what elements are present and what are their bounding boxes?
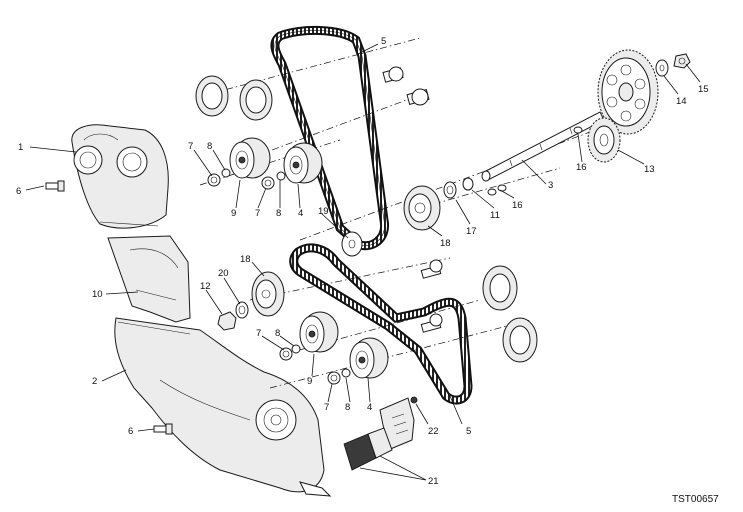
callout-7-upper-b: 7 (255, 208, 260, 219)
callout-14: 14 (676, 96, 687, 107)
lower-pulley-studs (420, 259, 443, 333)
upper-pulley-studs (382, 66, 430, 106)
callout-12: 12 (200, 281, 211, 292)
lower-tensioner-roller-9 (299, 311, 339, 353)
lower-nuts-washers (279, 344, 351, 385)
callout-9-lower: 9 (307, 376, 312, 387)
middle-timing-cover (107, 235, 191, 323)
callout-21: 21 (428, 476, 439, 487)
upper-tensioner-roller-9 (229, 137, 271, 179)
callout-18-upper: 18 (440, 238, 451, 249)
drawing-code: TST00657 (672, 494, 719, 505)
callout-16-upper: 16 (576, 162, 587, 173)
upper-timing-belt (270, 25, 390, 251)
callout-6-upper: 6 (16, 186, 21, 197)
lower-cam-pulley-right (482, 265, 538, 363)
callout-8-lower: 8 (275, 328, 280, 339)
callout-1: 1 (18, 142, 23, 153)
callout-7-upper: 7 (188, 141, 193, 152)
lower-timing-cover (114, 317, 332, 497)
washer-ring-group (443, 177, 474, 199)
nut-12-washer-20 (217, 301, 249, 331)
callout-20: 20 (218, 268, 229, 279)
washer-14-nut-15 (655, 53, 691, 77)
callout-4-lower: 4 (367, 402, 372, 413)
upper-cam-pulley-left (195, 75, 273, 121)
callout-5-lower: 5 (466, 426, 471, 437)
upper-nuts-washers (207, 168, 286, 190)
washer-19 (341, 231, 363, 257)
screw-lower (153, 423, 173, 435)
keys-16 (487, 126, 583, 196)
callout-15: 15 (698, 84, 709, 95)
callout-10: 10 (92, 289, 103, 300)
callout-9-upper: 9 (231, 208, 236, 219)
callout-13: 13 (644, 164, 655, 175)
callout-16-lower: 16 (512, 200, 523, 211)
gear-13-large (597, 49, 659, 135)
callout-4-upper: 4 (298, 208, 303, 219)
callout-8-upper-b: 8 (276, 208, 281, 219)
leader-lines (25, 43, 701, 481)
callout-11: 11 (490, 210, 500, 221)
crank-pulley-upper (403, 185, 441, 231)
screw-upper (45, 180, 65, 192)
callout-18-lower: 18 (240, 254, 251, 265)
lower-timing-belt (289, 243, 473, 405)
callout-7-lower: 7 (256, 328, 261, 339)
sensor-block-21 (343, 427, 393, 471)
gear-13-small (587, 117, 621, 163)
callout-8-lower-b: 8 (345, 402, 350, 413)
callout-6-lower: 6 (128, 426, 133, 437)
crank-pulley-lower (251, 271, 285, 317)
callout-5-upper: 5 (381, 36, 386, 47)
callout-17: 17 (466, 226, 477, 237)
callout-2: 2 (92, 376, 97, 387)
callout-7-lower-b: 7 (324, 402, 329, 413)
callout-19: 19 (318, 206, 329, 217)
upper-tensioner-roller-4 (283, 142, 323, 184)
callout-22: 22 (428, 426, 439, 437)
upper-timing-cover (71, 124, 169, 229)
callout-8-upper: 8 (207, 141, 212, 152)
lower-tensioner-roller-4 (349, 337, 389, 379)
callout-3: 3 (548, 180, 553, 191)
callout-labels: 1 6 10 2 6 7 8 9 7 8 4 5 19 18 20 12 7 8… (16, 36, 709, 487)
